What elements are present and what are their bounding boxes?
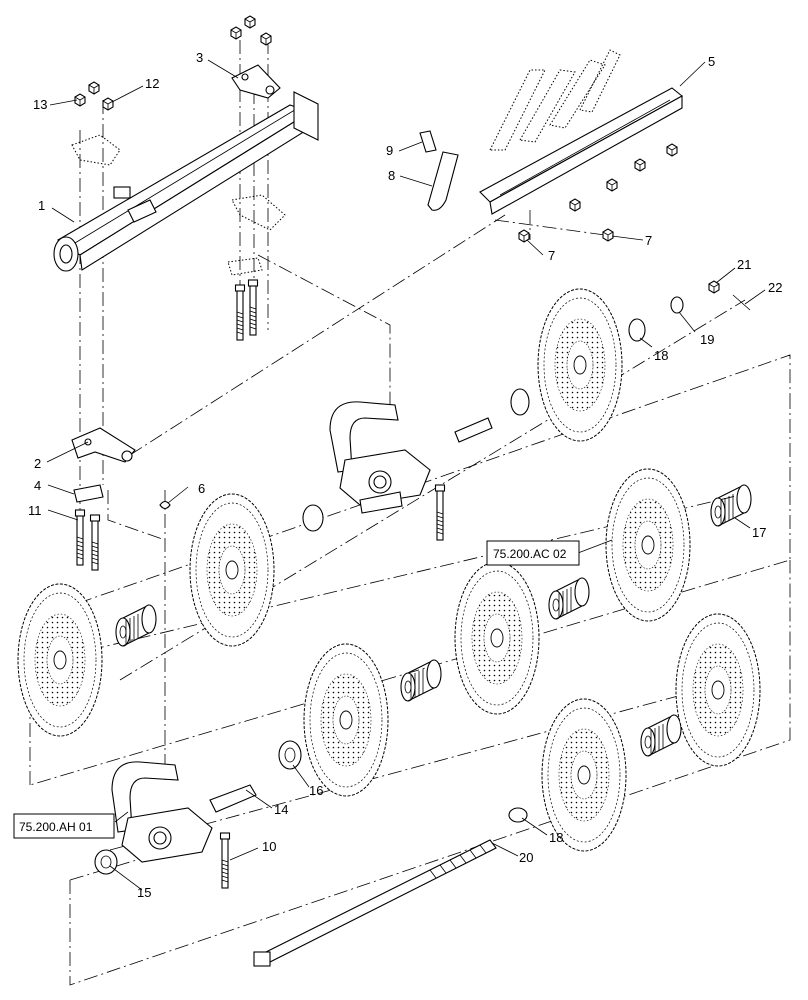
flange-15 [94,849,118,875]
sleeve-upper [454,417,493,443]
disc-4 [605,468,691,622]
callout-22: 22 [768,280,782,295]
bar-nut-2 [606,178,618,192]
leader-lines [46,59,766,891]
disc-3 [17,583,103,737]
callout-11: 11 [28,503,42,518]
sleeve-14 [209,784,257,813]
callout-1: 1 [38,198,45,213]
callout-5: 5 [708,54,715,69]
nut-top-c [244,15,256,29]
nut-12 [102,97,114,111]
nut-top-d [260,32,272,46]
callout-21: 21 [737,257,751,272]
nut-top-a [88,81,100,95]
callout-7-a: 7 [548,248,555,263]
ghost-bracket-middle [231,194,286,231]
lower-bracket [71,427,136,463]
callout-7-b: 7 [645,233,652,248]
disc-5 [454,561,540,715]
callout-14: 14 [274,802,288,817]
callout-10: 10 [262,839,276,854]
shaft-20 [253,839,497,967]
plate [73,484,104,503]
callout-18-b: 18 [549,830,563,845]
washer-19 [670,296,684,314]
callout-15: 15 [137,885,151,900]
flange-16 [278,740,302,770]
spool-d [640,714,682,757]
callout-13: 13 [33,97,47,112]
disc-2 [189,493,275,647]
bolt-10 [219,832,231,889]
callout-20: 20 [519,850,533,865]
callout-6: 6 [198,481,205,496]
tine-bolt [419,130,437,153]
callout-12: 12 [145,76,159,91]
tine [427,151,459,211]
reference-ah-box[interactable]: 75.200.AH 01 [13,813,115,839]
reference-ac-box[interactable]: 75.200.AC 02 [486,540,580,566]
reference-ac-label: 75.200.AC 02 [493,547,567,561]
disc-7 [675,613,761,767]
clip-pin [159,500,171,510]
callout-8: 8 [388,168,395,183]
callout-2: 2 [34,456,41,471]
callout-16: 16 [309,783,323,798]
washer-18 [628,318,646,342]
disc-6 [303,643,389,797]
spool-c [548,577,590,620]
bar-nut-1 [569,198,581,212]
bolt-bearing-upper [434,484,446,541]
bar-nut-3 [634,158,646,172]
callout-9: 9 [386,143,393,158]
upper-bracket [231,64,281,99]
tine-bar [479,49,683,215]
flange-upper [510,388,530,416]
ghost-bracket-upper [71,134,121,166]
bearing-assembly-lower [111,761,213,863]
bar-nut-4 [666,143,678,157]
bolt-11 [74,509,86,566]
spool-b [400,659,442,702]
nut-top-b [230,26,242,40]
bolt-upper-b [247,279,259,336]
reference-ah-label: 75.200.AH 01 [19,820,93,834]
cotter-pin-22 [732,294,751,311]
main-tube-bar [53,91,319,272]
callouts: 1 2 3 4 5 6 7 7 8 9 10 11 12 13 14 15 16… [28,50,782,900]
spool-a [115,604,157,647]
flange-16-upper [302,504,324,532]
disc-8 [541,698,627,852]
callout-17: 17 [752,525,766,540]
nut-7b [602,228,614,242]
nut-21 [708,280,720,294]
callout-19: 19 [700,332,714,347]
callout-4: 4 [34,478,41,493]
bearing-assembly-upper [329,401,431,514]
ghost-plate [227,257,263,276]
bolt-lower-b [89,514,101,571]
spool-17 [710,484,752,527]
callout-18-a: 18 [654,348,668,363]
disc-1 [537,288,623,442]
callout-3: 3 [196,50,203,65]
bolt-upper-a [234,284,246,341]
